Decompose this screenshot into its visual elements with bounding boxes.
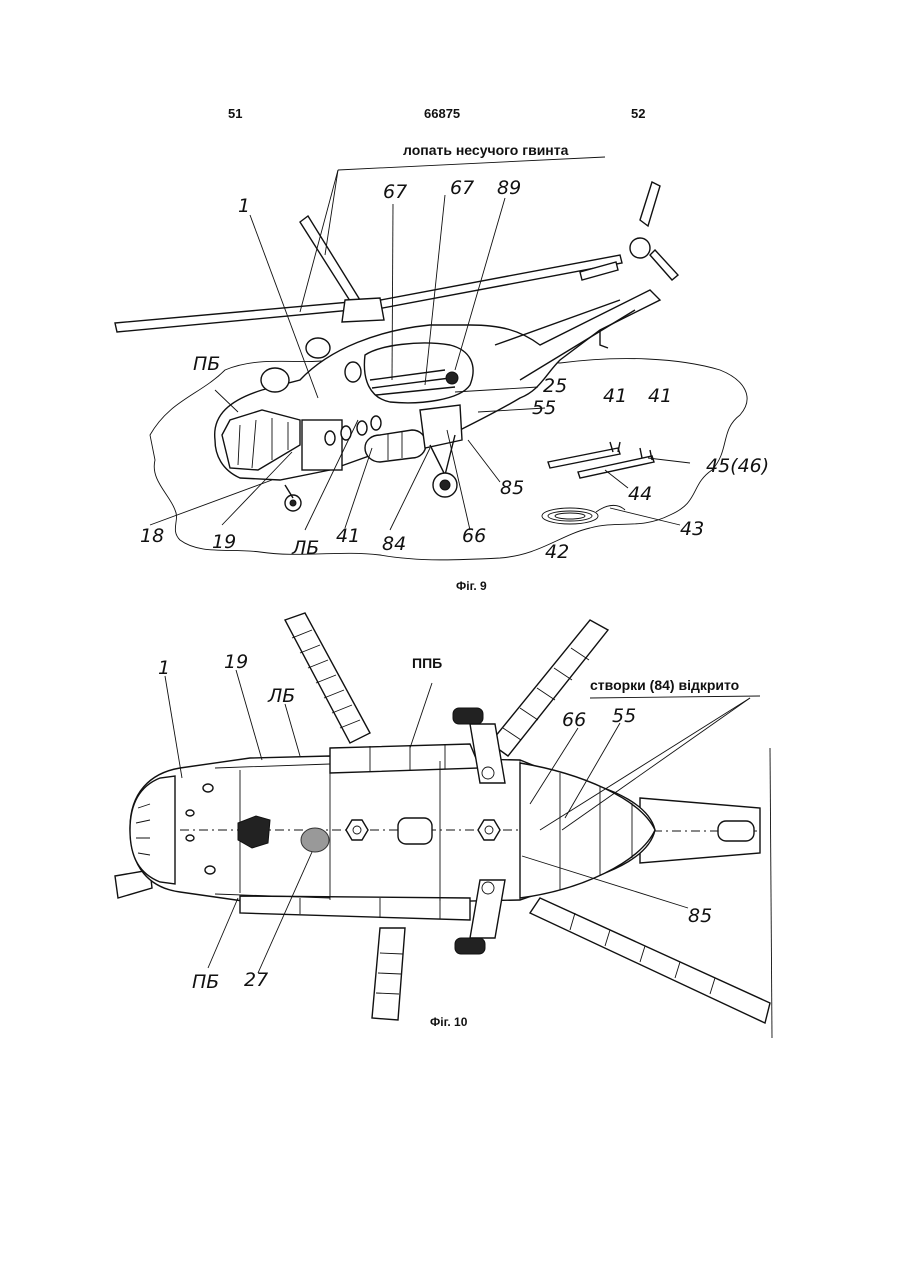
rotor-blade-lower-right <box>530 898 770 1023</box>
leader-ppb <box>410 683 432 748</box>
engine-window <box>345 362 361 382</box>
label-lb: ЛБ <box>291 537 319 559</box>
rope-coil-outer <box>542 508 598 524</box>
rotor-blade-heading: лопать несучого гвинта <box>403 142 569 158</box>
label-66: 66 <box>462 525 486 547</box>
label-85: 85 <box>688 905 712 927</box>
label-27: 27 <box>244 969 268 991</box>
leader-1 <box>165 676 182 778</box>
leader-heading-blade-3 <box>300 170 338 312</box>
leader-heading-blade-1 <box>338 157 605 170</box>
figure-10-caption: Фіг. 10 <box>430 1015 467 1029</box>
leader-heading-doors-1 <box>590 696 760 698</box>
label-41b: 41 <box>648 385 672 407</box>
leader-19 <box>236 670 262 760</box>
label-1: 1 <box>158 657 170 679</box>
label-44: 44 <box>628 483 652 505</box>
cockpit-nose <box>130 776 175 884</box>
main-wheel-bottom <box>455 938 485 954</box>
cargo-door <box>302 420 342 470</box>
instrument-3 <box>186 835 194 841</box>
rotor-blade-right <box>370 255 622 310</box>
leader-lb <box>285 704 300 756</box>
leader-pb <box>208 898 238 968</box>
instrument-1 <box>203 784 213 792</box>
rotor-blade-left <box>115 302 352 332</box>
rear-bay-doors <box>520 763 655 898</box>
leader-18 <box>150 480 272 525</box>
window-3 <box>357 421 367 435</box>
winch-drum <box>446 372 458 384</box>
rotor-hub <box>342 298 384 322</box>
instrument-4 <box>205 866 215 874</box>
label-43: 43 <box>680 518 704 540</box>
figure-9: лопать несучого гвинта 1 67 67 89 ПБ 25 … <box>0 130 901 575</box>
top-hatch <box>398 818 432 844</box>
nose-wheel-hub <box>290 500 296 506</box>
main-wheel-hub <box>440 480 450 490</box>
tail-rotor-blade-right <box>650 250 678 280</box>
window-4 <box>371 416 381 430</box>
label-45-46: 45(46) <box>706 455 769 477</box>
figure-9-caption: Фіг. 9 <box>456 579 487 593</box>
label-19: 19 <box>224 651 248 673</box>
rope-coil-core <box>555 513 585 519</box>
shaded-item-27 <box>301 828 329 852</box>
instrument-2 <box>186 810 194 816</box>
tail-rotor-blade-up <box>640 182 660 226</box>
label-1: 1 <box>238 195 250 217</box>
engine-nacelle-bottom <box>240 896 470 920</box>
label-42: 42 <box>545 541 569 563</box>
label-66: 66 <box>562 709 586 731</box>
engine-nacelle-top <box>330 744 480 773</box>
leader-85 <box>468 440 500 482</box>
bay-doors-84 <box>420 405 462 448</box>
doors-open-heading: створки (84) відкрито <box>590 677 739 693</box>
label-89: 89 <box>497 177 521 199</box>
rotor-blade-back <box>300 216 360 304</box>
label-19: 19 <box>212 531 236 553</box>
figure-9-drawing: лопать несучого гвинта 1 67 67 89 ПБ 25 … <box>0 130 901 575</box>
document-number: 66875 <box>424 106 460 121</box>
label-25: 25 <box>543 375 567 397</box>
label-pb: ПБ <box>192 971 219 993</box>
label-lb: ЛБ <box>267 685 295 707</box>
ground-edge-right <box>770 748 772 1038</box>
leader-43 <box>610 508 680 525</box>
leader-44 <box>605 470 628 488</box>
figure-10-drawing: створки (84) відкрито ППБ 1 19 ЛБ 66 55 … <box>0 608 901 1038</box>
page-number-right: 52 <box>631 106 645 121</box>
tail-rotor-hub <box>630 238 650 258</box>
figure-10: створки (84) відкрито ППБ 1 19 ЛБ 66 55 … <box>0 608 901 1038</box>
label-55: 55 <box>532 397 556 419</box>
tail-skid <box>600 330 608 348</box>
label-67a: 67 <box>383 181 407 203</box>
label-18: 18 <box>140 525 164 547</box>
label-55: 55 <box>612 705 636 727</box>
tail-vent <box>718 821 754 841</box>
main-wheel-top <box>453 708 483 724</box>
label-84: 84 <box>382 533 406 555</box>
label-67b: 67 <box>450 177 474 199</box>
label-41c: 41 <box>336 525 360 547</box>
label-41a: 41 <box>603 385 627 407</box>
label-85: 85 <box>500 477 524 499</box>
cockpit-dark-area <box>238 816 270 848</box>
page-number-left: 51 <box>228 106 242 121</box>
label-ppb: ППБ <box>412 655 442 671</box>
engine-intake-right <box>306 338 330 358</box>
engine-intake-left <box>261 368 289 392</box>
window-1 <box>325 431 335 445</box>
label-pb: ПБ <box>193 353 220 375</box>
